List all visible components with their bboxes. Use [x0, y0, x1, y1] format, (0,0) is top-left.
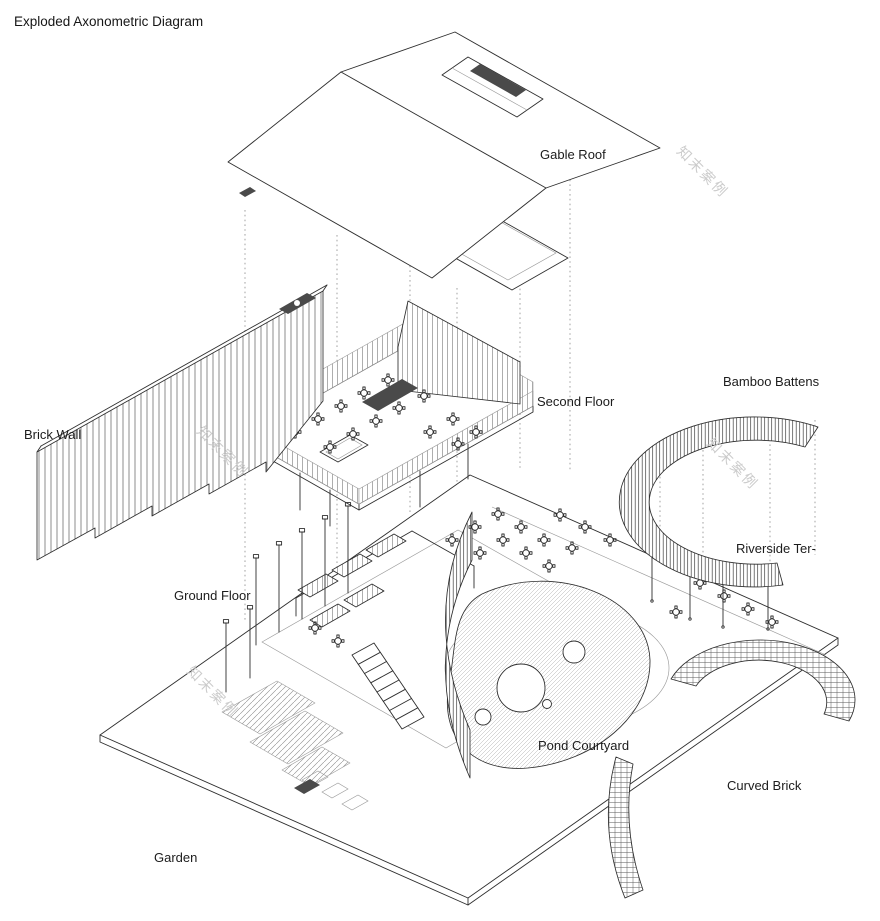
brick-wall-drawing [36, 284, 328, 561]
label-garden: Garden [154, 850, 197, 865]
watermark-text: 知末案例 [704, 435, 762, 493]
label-bamboo-battens: Bamboo Battens [723, 374, 820, 389]
curved-brick-band [670, 639, 856, 722]
stepping-stone [341, 794, 369, 811]
planter [294, 779, 320, 794]
wall-top-edge [40, 284, 328, 447]
roof-skylight-slot [470, 64, 526, 97]
terrace-edge [491, 506, 827, 656]
labels: Exploded Axonometric Diagram Gable Roof … [14, 14, 820, 865]
roof-skylight-frame [441, 56, 544, 118]
label-pond-courtyard: Pond Courtyard [538, 738, 629, 753]
stepping-stone [321, 782, 349, 799]
brand-logo-icon [294, 300, 300, 306]
bar-counter [362, 379, 418, 411]
pond-courtyard-area [444, 580, 670, 769]
staircase [351, 642, 425, 730]
floor-void [319, 434, 369, 463]
label-riverside-terrace: Riverside Ter- [736, 541, 816, 556]
label-brick-wall: Brick Wall [24, 427, 81, 442]
partition-panel [331, 553, 373, 578]
label-second-floor: Second Floor [537, 394, 615, 409]
label-ground-floor: Ground Floor [174, 588, 251, 603]
gable-roof-drawing [227, 31, 661, 279]
pond-island [496, 663, 546, 713]
garden-bed [281, 746, 351, 787]
curved-wall-in-place [445, 511, 473, 779]
curved-brick-strip [607, 756, 644, 899]
site-base-plate [99, 474, 839, 906]
partition-panel [365, 533, 407, 558]
bamboo-battens-drawing [618, 416, 819, 631]
pond [447, 580, 651, 769]
battens-band [618, 416, 819, 588]
partition-panel [343, 583, 385, 608]
partition-panel [309, 603, 351, 628]
brick-wall-face [36, 290, 324, 561]
partition-panel [297, 573, 339, 598]
pond-island [542, 699, 552, 709]
gable-end-wall [397, 300, 521, 405]
garden-bed [221, 680, 316, 735]
label-gable-roof: Gable Roof [540, 147, 606, 162]
ground-floor-drawing [252, 502, 579, 779]
pond-island [474, 708, 492, 726]
label-curved-brick: Curved Brick [727, 778, 802, 793]
balustrade [358, 390, 534, 505]
roof-ridge [340, 71, 547, 189]
watermark-text: 知末案例 [674, 143, 732, 201]
page-title: Exploded Axonometric Diagram [14, 14, 203, 29]
pond-island [562, 640, 586, 664]
eave-detail [239, 187, 256, 197]
floor-void-inner [325, 437, 363, 460]
curved-brick-drawing [607, 639, 856, 899]
garden-bed [249, 710, 344, 765]
garden-area [221, 605, 369, 811]
